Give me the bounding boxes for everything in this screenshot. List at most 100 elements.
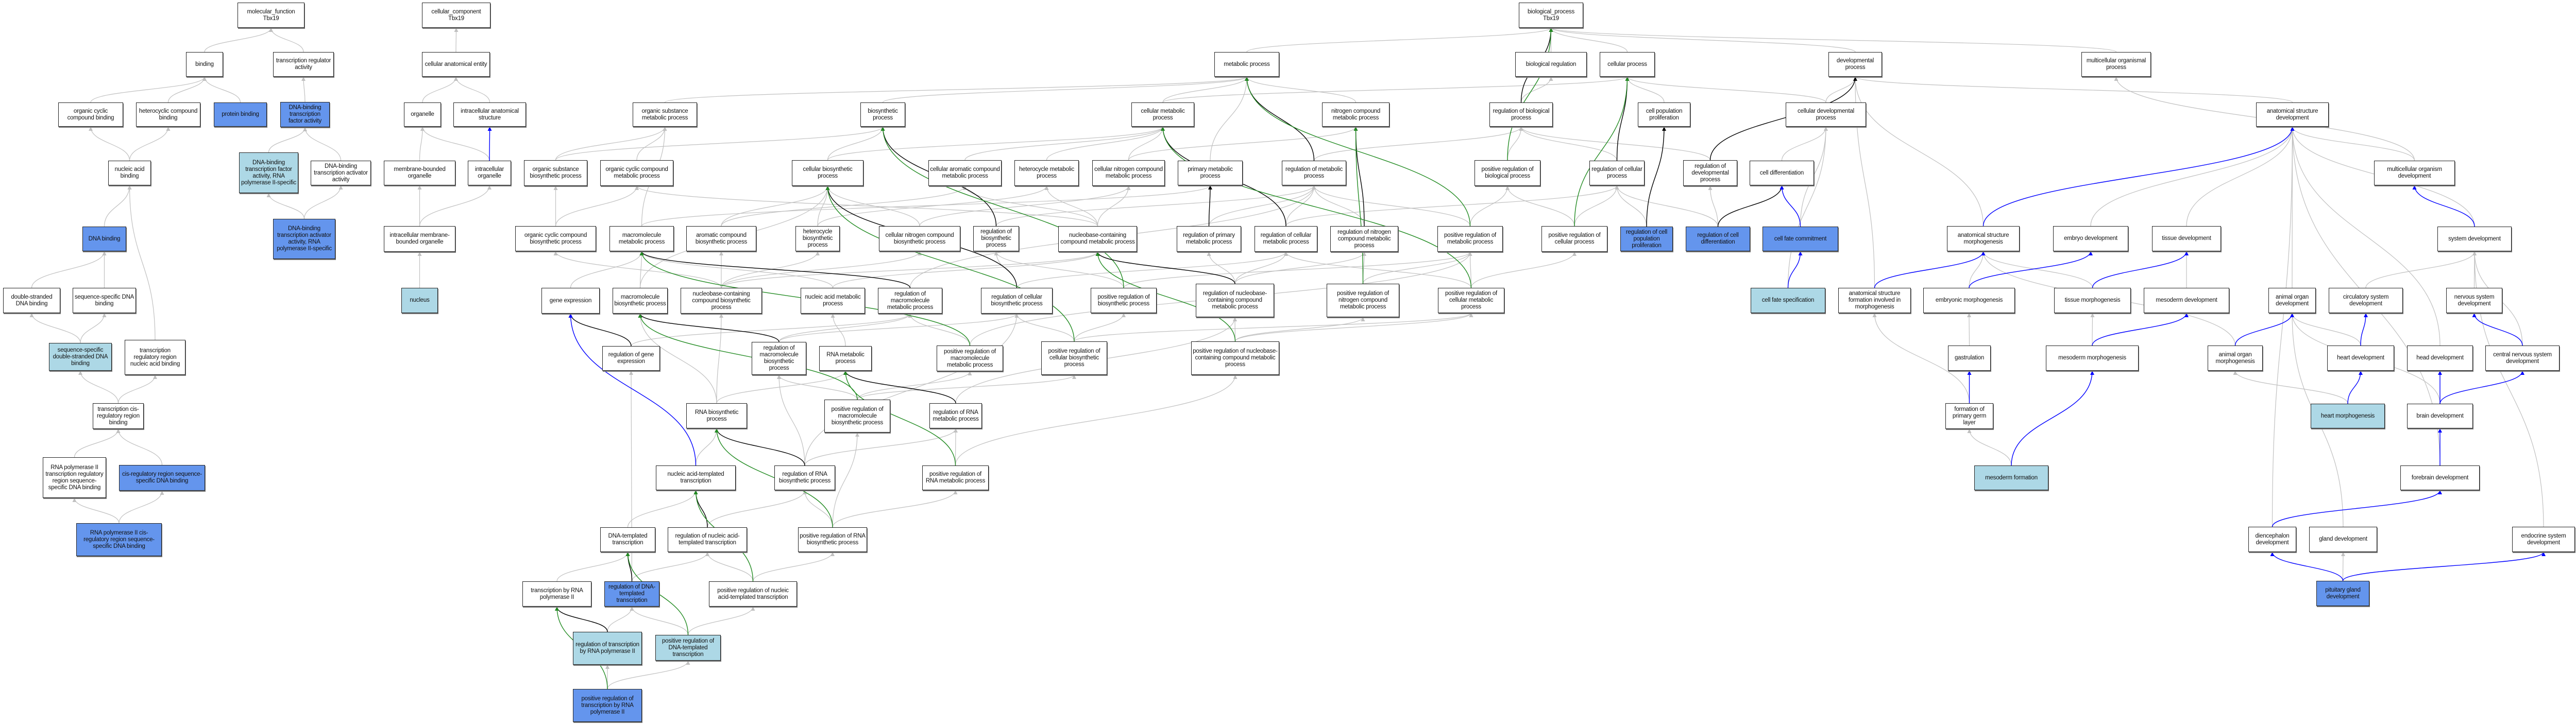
go-term-regnbcmp[interactable]: regulation of nucleobase-containing comp…	[1196, 284, 1274, 317]
go-term-acbp[interactable]: aromatic compound biosynthetic process	[686, 226, 756, 251]
go-term-glanddev[interactable]: gland development	[2309, 527, 2377, 552]
go-term-dbta2[interactable]: DNA-binding transcription activator acti…	[273, 219, 335, 259]
go-term-pregncmp[interactable]: positive regulation of nitrogen compound…	[1327, 284, 1399, 317]
go-term-protbind[interactable]: protein binding	[214, 102, 267, 127]
go-term-braindev[interactable]: brain development	[2407, 404, 2473, 428]
go-term-devproc[interactable]: developmental process	[1828, 52, 1882, 77]
go-term-fpgl[interactable]: formation of primary germ layer	[1945, 403, 1993, 429]
go-term-trreg[interactable]: transcription regulator activity	[273, 52, 334, 77]
go-term-dienceph[interactable]: diencephalon development	[2248, 527, 2296, 552]
go-term-regnatt[interactable]: regulation of nucleic acid-templated tra…	[668, 527, 747, 552]
go-term-regcbp[interactable]: regulation of cellular biosynthetic proc…	[981, 288, 1053, 314]
go-term-ias[interactable]: intracellular anatomical structure	[453, 102, 526, 127]
go-term-metab[interactable]: metabolic process	[1214, 52, 1279, 77]
go-term-regbio[interactable]: regulation of biological process	[1489, 102, 1553, 127]
go-term-endocrine[interactable]: endocrine system development	[2512, 527, 2575, 552]
go-term-asm[interactable]: anatomical structure morphogenesis	[1947, 226, 2020, 251]
go-term-hbp[interactable]: heterocycle biosynthetic process	[795, 226, 840, 251]
go-term-hcbind[interactable]: heterocyclic compound binding	[136, 102, 200, 127]
go-term-aod[interactable]: animal organ development	[2268, 288, 2316, 313]
go-term-pituitary[interactable]: pituitary gland development	[2316, 581, 2369, 606]
go-term-cellproc[interactable]: cellular process	[1600, 52, 1655, 77]
go-term-heartdev[interactable]: heart development	[2327, 346, 2394, 371]
go-term-dbta[interactable]: DNA-binding transcription activator acti…	[311, 161, 371, 185]
go-term-pregcbp[interactable]: positive regulation of cellular biosynth…	[1041, 341, 1107, 375]
go-term-ssds[interactable]: sequence-specific double-stranded DNA bi…	[49, 343, 112, 371]
go-term-biosyn[interactable]: biosynthetic process	[860, 102, 905, 127]
go-term-imbo[interactable]: intracellular membrane-bounded organelle	[384, 226, 455, 252]
go-term-regrnamp[interactable]: regulation of RNA metabolic process	[929, 403, 982, 428]
go-term-ge[interactable]: gene expression	[541, 288, 600, 314]
go-term-pregbiosyn[interactable]: positive regulation of biosynthetic proc…	[1091, 288, 1157, 313]
go-term-mmp[interactable]: macromolecule metabolic process	[609, 226, 674, 251]
go-term-cfc[interactable]: cell fate commitment	[1762, 227, 1838, 251]
go-term-heartmorph[interactable]: heart morphogenesis	[2311, 404, 2385, 428]
go-term-pregmmp[interactable]: positive regulation of macromolecule met…	[937, 346, 1003, 371]
go-term-pregbio[interactable]: positive regulation of biological proces…	[1475, 160, 1540, 186]
go-term-multorg[interactable]: multicellular organismal process	[2081, 52, 2151, 77]
go-term-cbp[interactable]: cellular biosynthetic process	[792, 160, 863, 186]
go-term-cncmp[interactable]: cellular nitrogen compound metabolic pro…	[1092, 160, 1165, 186]
go-term-prmp[interactable]: positive regulation of metabolic process	[1437, 226, 1503, 252]
go-term-pregnatt[interactable]: positive regulation of nucleic acid-temp…	[709, 581, 797, 607]
go-term-regncmp[interactable]: regulation of nitrogen compound metaboli…	[1330, 226, 1398, 252]
go-term-asfm[interactable]: anatomical structure formation involved …	[1838, 288, 1911, 313]
go-term-regmp[interactable]: regulation of metabolic process	[1282, 161, 1346, 185]
go-term-trp2[interactable]: transcription by RNA polymerase II	[522, 581, 591, 607]
go-term-pregcmp[interactable]: positive regulation of cellular metaboli…	[1438, 288, 1504, 313]
go-term-hmp[interactable]: heterocycle metabolic process	[1014, 160, 1079, 186]
go-term-dbtf2[interactable]: DNA-binding transcription factor activit…	[239, 152, 298, 193]
go-term-embmorph[interactable]: embryonic morphogenesis	[1923, 288, 2015, 313]
go-term-tissmorph[interactable]: tissue morphogenesis	[2054, 288, 2131, 313]
go-term-tcrb[interactable]: transcription cis-regulatory region bind…	[93, 403, 144, 429]
go-term-nucleus[interactable]: nucleus	[401, 288, 438, 313]
go-term-osmp[interactable]: organic substance metabolic process	[633, 102, 697, 127]
go-term-pregdtt[interactable]: positive regulation of DNA-templated tra…	[655, 635, 721, 661]
go-term-cmp[interactable]: cellular metabolic process	[1131, 102, 1194, 127]
go-term-sysdev[interactable]: system development	[2437, 227, 2512, 251]
go-term-pregnbcmp[interactable]: positive regulation of nucleobase-contai…	[1191, 341, 1279, 375]
go-term-natt[interactable]: nucleic acid-templated transcription	[656, 465, 736, 490]
go-term-headdev[interactable]: head development	[2407, 346, 2473, 371]
go-term-cpp[interactable]: cell population proliferation	[1638, 102, 1690, 127]
go-term-cncbp[interactable]: cellular nitrogen compound biosynthetic …	[879, 226, 960, 251]
go-term-regtrp2[interactable]: regulation of transcription by RNA polym…	[573, 632, 642, 665]
go-term-rp2trr[interactable]: RNA polymerase II transcription regulato…	[43, 457, 106, 498]
go-term-asd[interactable]: anatomical structure development	[2256, 102, 2329, 127]
go-term-iorg[interactable]: intracellular organelle	[468, 161, 511, 185]
go-term-mf[interactable]: molecular_function Tbx19	[238, 3, 304, 28]
go-term-regcpp[interactable]: regulation of cell population proliferat…	[1620, 227, 1673, 251]
go-term-regdtt[interactable]: regulation of DNA-templated transcriptio…	[604, 581, 659, 607]
go-term-dbtf[interactable]: DNA-binding transcription factor activit…	[280, 102, 330, 127]
go-term-dnab[interactable]: DNA binding	[82, 227, 126, 251]
go-term-regcmp[interactable]: regulation of cellular metabolic process	[1255, 226, 1317, 252]
go-term-forebrain[interactable]: forebrain development	[2400, 465, 2480, 490]
go-term-organelle[interactable]: organelle	[404, 102, 441, 127]
go-term-ocbind[interactable]: organic cyclic compound binding	[58, 102, 123, 127]
go-term-rp2crss[interactable]: RNA polymerase II cis-regulatory region …	[76, 523, 162, 556]
go-term-camp[interactable]: cellular aromatic compound metabolic pro…	[928, 160, 1002, 186]
go-term-celldiff[interactable]: cell differentiation	[1750, 161, 1814, 185]
go-term-nsd[interactable]: nervous system development	[2446, 288, 2502, 313]
go-term-nab[interactable]: nucleic acid binding	[108, 161, 151, 185]
go-term-gastr[interactable]: gastrulation	[1948, 346, 1991, 371]
go-term-cc[interactable]: cellular_component Tbx19	[422, 3, 490, 28]
go-term-occmp[interactable]: organic cyclic compound metabolic proces…	[600, 160, 673, 186]
go-term-pregrnab[interactable]: positive regulation of RNA biosynthetic …	[798, 527, 867, 552]
go-term-cae[interactable]: cellular anatomical entity	[422, 52, 490, 77]
go-term-regbiosyn[interactable]: regulation of biosynthetic process	[973, 226, 1019, 251]
go-term-tissdev[interactable]: tissue development	[2152, 226, 2221, 251]
go-term-aom[interactable]: animal organ morphogenesis	[2208, 346, 2263, 371]
go-term-pmp[interactable]: primary metabolic process	[1178, 161, 1243, 185]
go-term-mbp[interactable]: macromolecule biosynthetic process	[613, 288, 668, 314]
go-term-ssdna[interactable]: sequence-specific DNA binding	[73, 288, 136, 313]
go-term-mesodev[interactable]: mesoderm development	[2144, 288, 2229, 313]
go-term-embdev[interactable]: embryo development	[2053, 226, 2128, 251]
go-term-ncmp[interactable]: nitrogen compound metabolic process	[1322, 102, 1389, 127]
go-term-dsdna[interactable]: double-stranded DNA binding	[3, 288, 60, 313]
go-term-bioreg[interactable]: biological regulation	[1515, 52, 1587, 77]
go-term-dtt[interactable]: DNA-templated transcription	[600, 527, 655, 552]
go-term-cnsd[interactable]: central nervous system development	[2485, 346, 2560, 371]
go-term-cfs[interactable]: cell fate specification	[1751, 288, 1825, 313]
go-term-rnamp[interactable]: RNA metabolic process	[819, 346, 872, 371]
